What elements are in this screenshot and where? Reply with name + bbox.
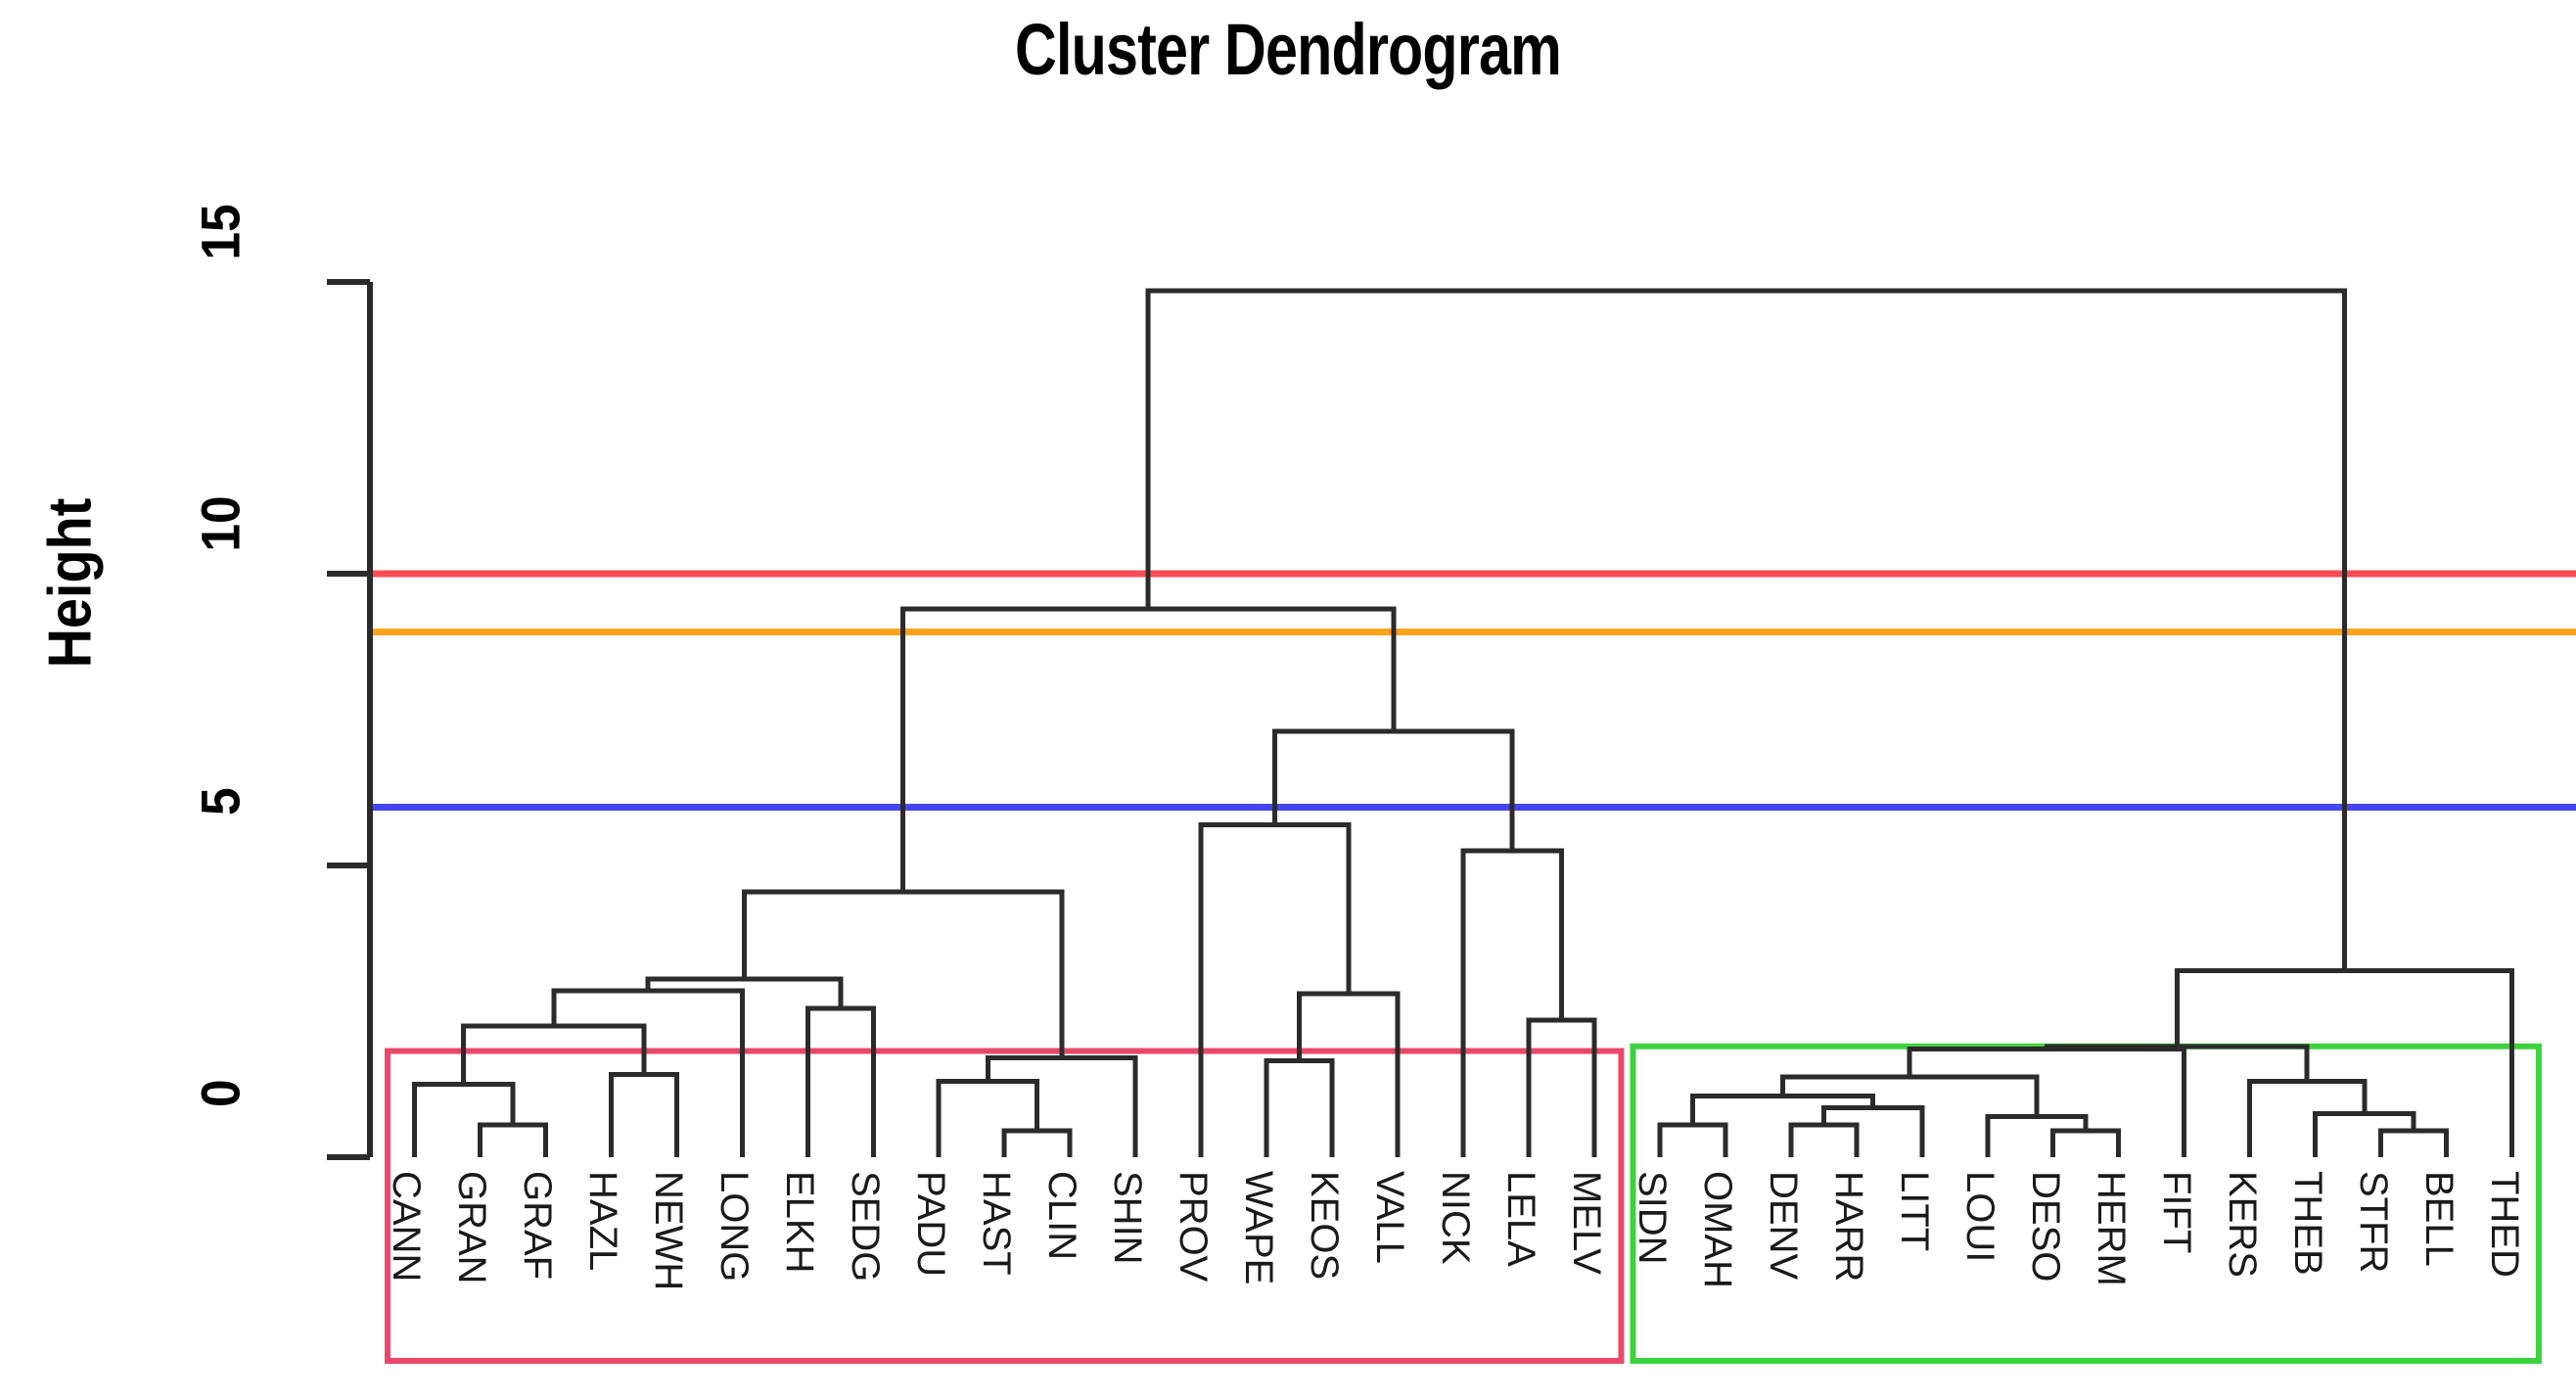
page-title: Cluster Dendrogram [1015, 9, 1562, 90]
leaf-label: PROV [1172, 1171, 1216, 1283]
y-tick-label: 0 [189, 1079, 252, 1107]
leaf-label: PADU [909, 1171, 953, 1278]
leaf-label: VALL [1368, 1171, 1412, 1264]
leaf-label: GRAF [516, 1171, 560, 1281]
y-axis-layer [327, 279, 373, 1160]
leaf-label: NEWH [647, 1171, 691, 1291]
red-cluster-box [385, 1048, 1625, 1364]
leaf-label: CLIN [1040, 1171, 1084, 1261]
leaf-label: KEOS [1303, 1171, 1347, 1281]
y-tick-label: 15 [189, 204, 252, 260]
leaf-label: OMAH [1695, 1171, 1739, 1288]
threshold-lines-layer [368, 570, 2576, 811]
y-tick-label: 10 [189, 495, 252, 552]
leaf-label: DENV [1761, 1171, 1805, 1281]
leaf-label: FIFT [2154, 1171, 2198, 1254]
leaf-label: WAPE [1237, 1171, 1281, 1285]
leaf-label: THEB [2285, 1171, 2329, 1276]
leaf-label: LOUI [1957, 1171, 2001, 1263]
leaf-label: BELL [2416, 1171, 2461, 1267]
leaf-label: SHIN [1106, 1171, 1150, 1265]
leaf-label: NICK [1434, 1171, 1477, 1265]
leaf-label: LITT [1892, 1171, 1936, 1252]
leaf-label: GRAN [450, 1171, 494, 1284]
leaf-label: HAST [975, 1171, 1019, 1276]
leaf-label: THED [2482, 1171, 2526, 1278]
leaf-label: SIDN [1630, 1171, 1674, 1265]
leaf-label: HERM [2089, 1171, 2133, 1286]
leaf-label: ELKH [778, 1171, 822, 1274]
dendrogram-branches-layer [411, 288, 2515, 1157]
leaf-label: LELA [1498, 1171, 1542, 1267]
leaf-label: MELV [1564, 1171, 1608, 1275]
leaf-label: CANN [385, 1171, 429, 1283]
leaf-label: LONG [713, 1171, 757, 1283]
leaf-label: STFR [2351, 1171, 2395, 1274]
leaf-label: DESO [2023, 1171, 2067, 1283]
y-tick-label: 5 [189, 787, 252, 816]
leaf-label: HARR [1826, 1171, 1870, 1283]
leaf-label: KERS [2220, 1171, 2264, 1278]
leaf-label: HAZL [581, 1171, 625, 1272]
leaf-label: SEDG [844, 1171, 888, 1283]
